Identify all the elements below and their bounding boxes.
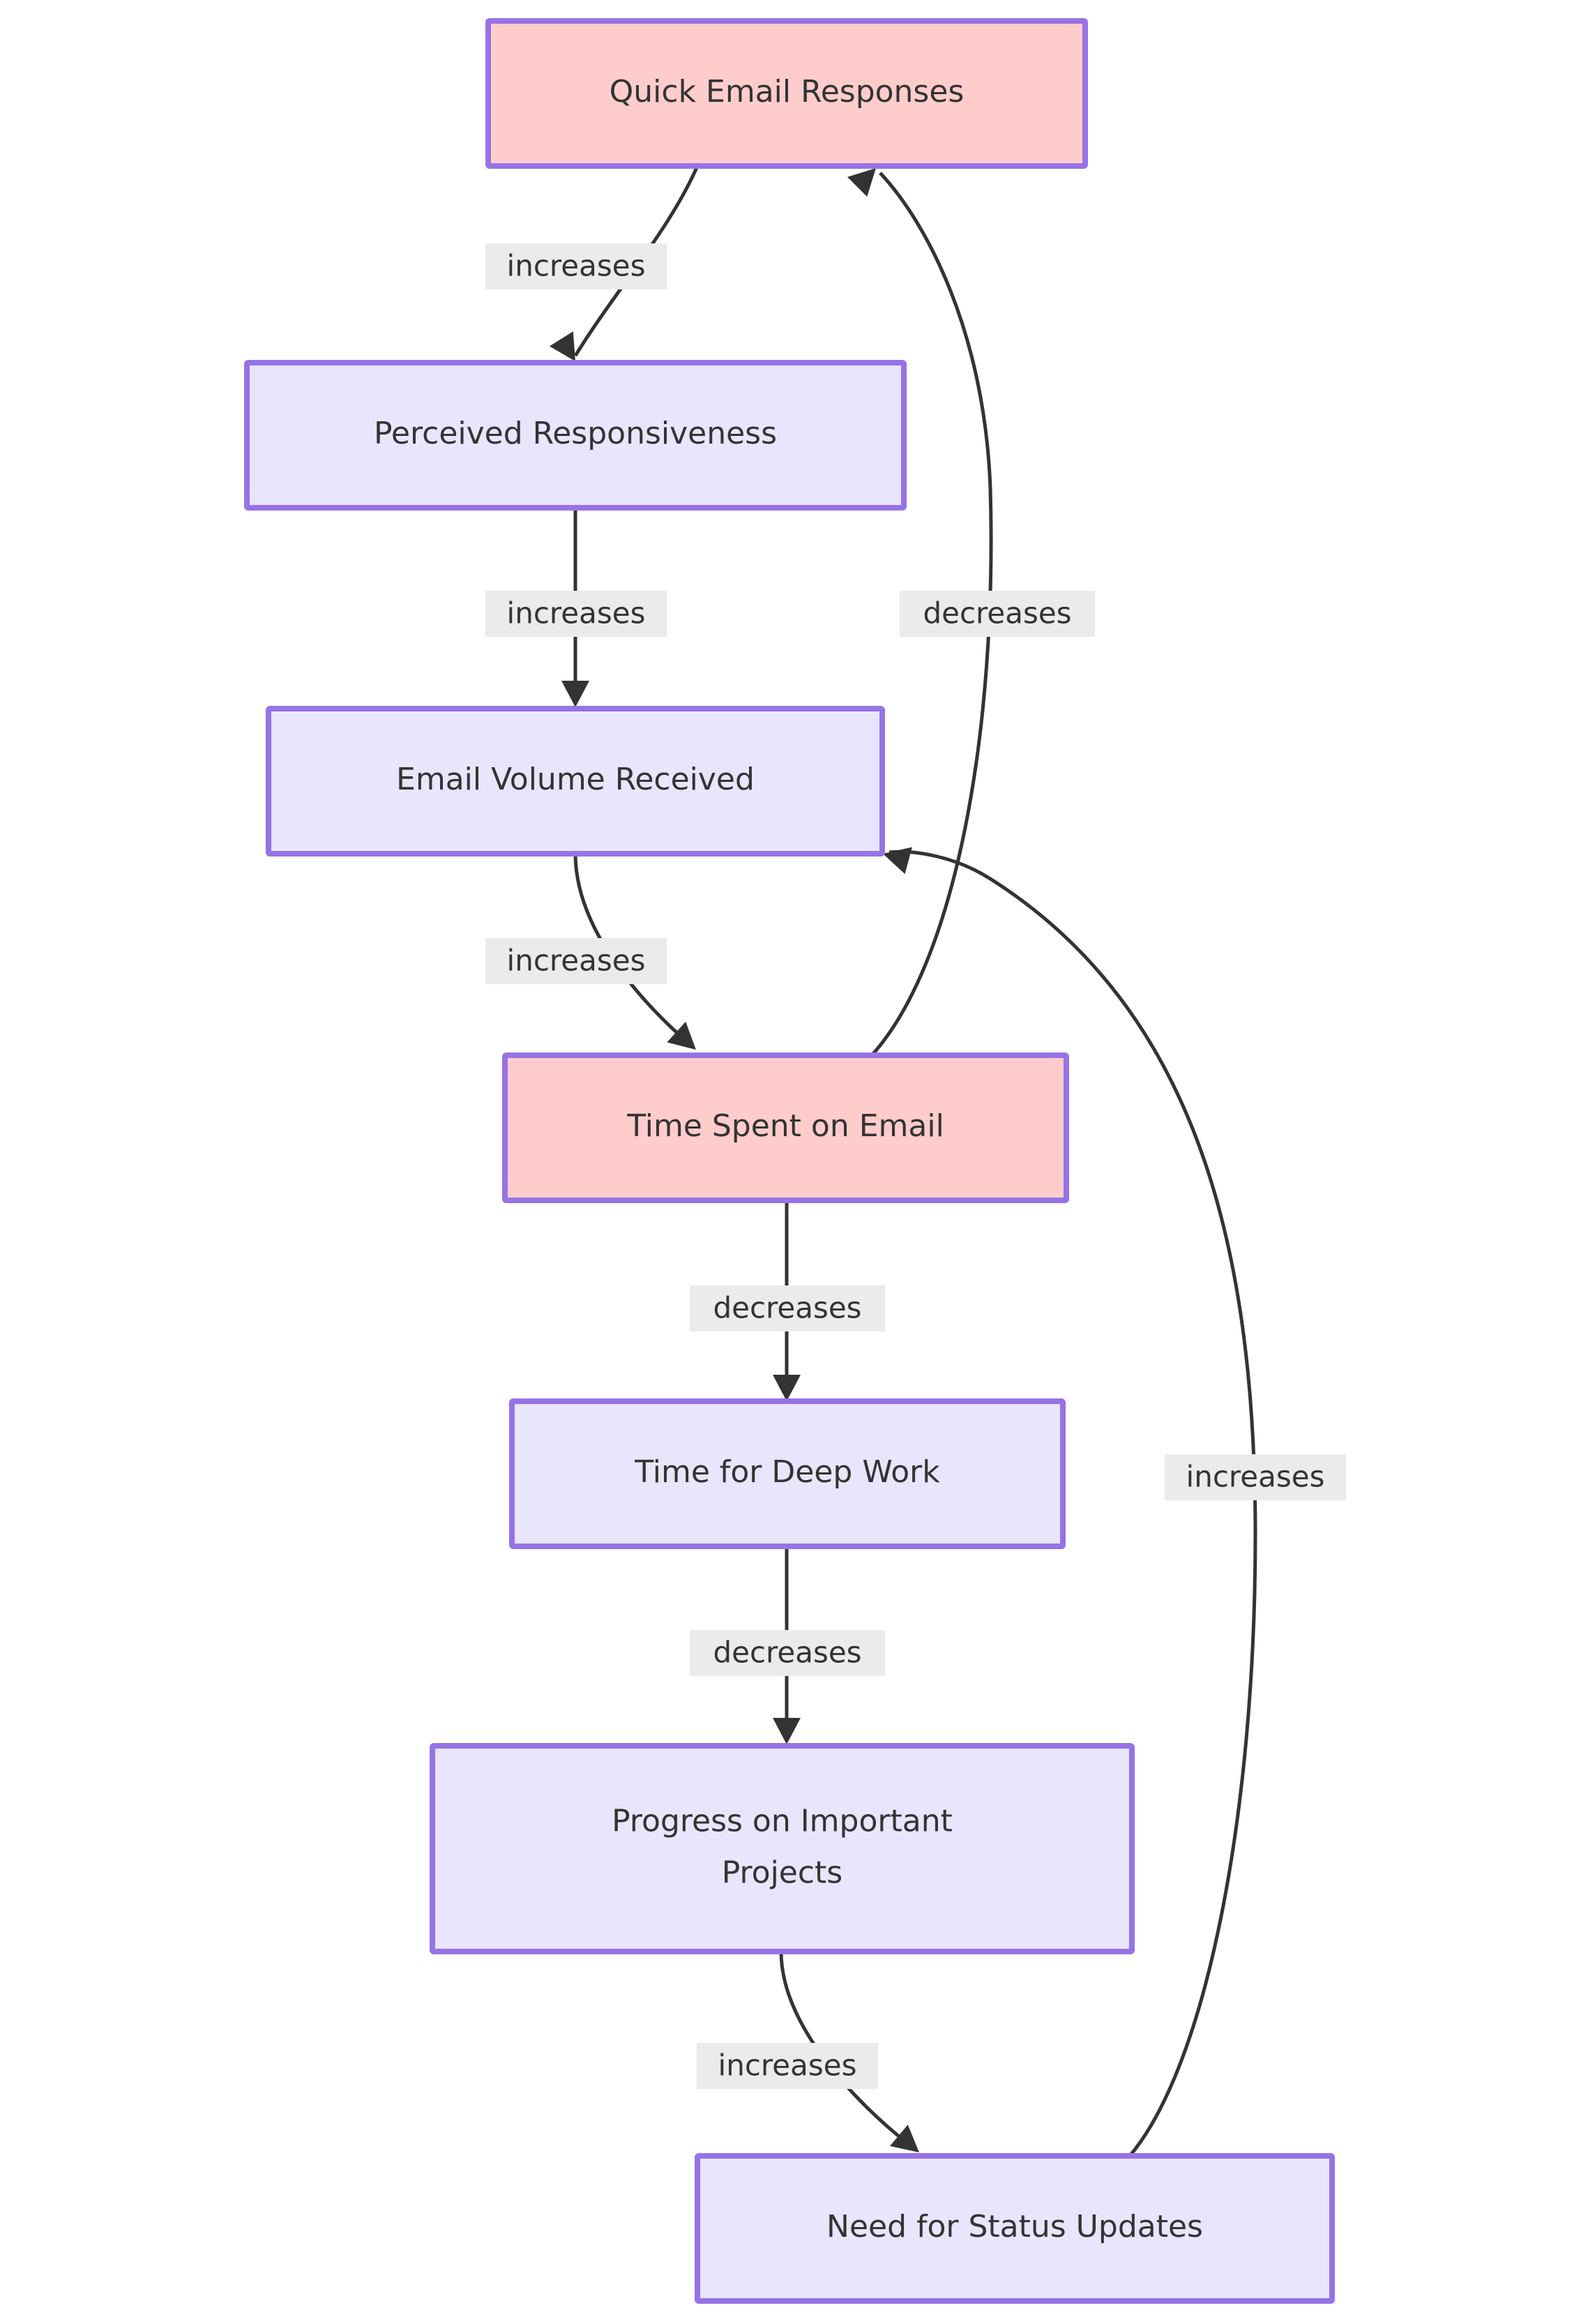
edge-perceived-to-volume-label-group: increases	[485, 591, 667, 637]
node-time-for-deep-work-label: Time for Deep Work	[634, 1454, 940, 1490]
edge-volume-to-time-spent-label-bg	[485, 938, 667, 984]
edge-status-to-volume-label-text: increases	[1186, 1460, 1325, 1494]
node-need-for-status-updates-label: Need for Status Updates	[826, 2209, 1203, 2244]
edge-status-to-volume	[883, 847, 1257, 2157]
edge-volume-to-time-spent-label-text: increases	[507, 944, 646, 978]
node-quick-email-responses[interactable]: Quick Email Responses	[485, 18, 1088, 169]
edge-status-to-volume-arrowhead-icon	[883, 847, 912, 875]
node-need-for-status-updates-box[interactable]	[695, 2153, 1335, 2304]
edge-quick-to-perceived-label-group: increases	[485, 243, 667, 289]
node-time-for-deep-work[interactable]: Time for Deep Work	[509, 1398, 1066, 1549]
edge-perceived-to-volume-arrowhead-icon	[561, 681, 589, 707]
edge-time-spent-to-quick-label-group: decreases	[900, 591, 1095, 637]
edge-time-spent-to-quick-label-text: decreases	[923, 596, 1071, 631]
edge-progress-to-status-label-group: increases	[697, 2043, 878, 2089]
node-email-volume-received[interactable]: Email Volume Received	[266, 706, 885, 857]
edge-deep-work-to-progress-label-group: decreases	[690, 1630, 885, 1676]
edge-status-to-volume-label-bg	[1165, 1454, 1346, 1500]
edge-time-spent-to-quick-arrowhead-icon	[847, 168, 876, 197]
node-perceived-responsiveness[interactable]: Perceived Responsiveness	[244, 360, 907, 511]
edge-time-spent-to-quick-label-bg	[900, 591, 1095, 637]
edge-quick-to-perceived-arrowhead-icon	[549, 331, 575, 361]
node-email-volume-received-label: Email Volume Received	[396, 762, 755, 797]
edge-deep-work-to-progress-label-text: decreases	[713, 1636, 861, 1670]
edge-volume-to-time-spent-label-group: increases	[485, 938, 667, 984]
node-progress-on-important-projects-label: Projects	[722, 1855, 842, 1891]
edge-status-to-volume-label-group: increases	[1165, 1454, 1346, 1500]
edge-time-spent-to-deep-work-label-group: decreases	[690, 1285, 885, 1331]
node-time-spent-on-email-box[interactable]	[502, 1052, 1069, 1203]
edge-volume-to-time-spent-arrowhead-icon	[667, 1021, 696, 1050]
edge-time-spent-to-deep-work-arrowhead-icon	[773, 1375, 801, 1401]
node-need-for-status-updates[interactable]: Need for Status Updates	[695, 2153, 1335, 2304]
node-email-volume-received-box[interactable]	[266, 706, 885, 857]
node-time-spent-on-email[interactable]: Time Spent on Email	[502, 1052, 1069, 1203]
node-time-spent-on-email-label: Time Spent on Email	[626, 1108, 944, 1144]
edge-quick-to-perceived-label-bg	[485, 243, 667, 289]
edge-status-to-volume-line	[888, 850, 1257, 2157]
node-progress-on-important-projects-box[interactable]	[430, 1743, 1135, 1954]
edge-perceived-to-volume-label-text: increases	[507, 596, 646, 631]
edge-time-spent-to-quick	[847, 168, 993, 1057]
edge-time-spent-to-deep-work-label-text: decreases	[713, 1291, 861, 1325]
edge-quick-to-perceived-label-text: increases	[507, 249, 646, 283]
edge-labels-layer: increases increases increases decreases decr…	[485, 243, 1346, 2089]
edge-time-spent-to-deep-work-label-bg	[690, 1285, 885, 1331]
edge-time-spent-to-quick-line	[870, 172, 993, 1057]
node-quick-email-responses-box[interactable]	[485, 18, 1088, 169]
node-perceived-responsiveness-label: Perceived Responsiveness	[374, 416, 777, 451]
node-progress-on-important-projects-label: Progress on Important	[612, 1804, 953, 1839]
edge-perceived-to-volume-label-bg	[485, 591, 667, 637]
edge-deep-work-to-progress-label-bg	[690, 1630, 885, 1676]
edge-progress-to-status-label-text: increases	[718, 2048, 857, 2083]
edge-progress-to-status-label-bg	[697, 2043, 878, 2089]
edge-deep-work-to-progress-arrowhead-icon	[773, 1718, 801, 1744]
node-time-for-deep-work-box[interactable]	[509, 1398, 1066, 1549]
edge-progress-to-status-arrowhead-icon	[890, 2125, 919, 2152]
node-perceived-responsiveness-box[interactable]	[244, 360, 907, 511]
node-quick-email-responses-label: Quick Email Responses	[610, 74, 965, 110]
